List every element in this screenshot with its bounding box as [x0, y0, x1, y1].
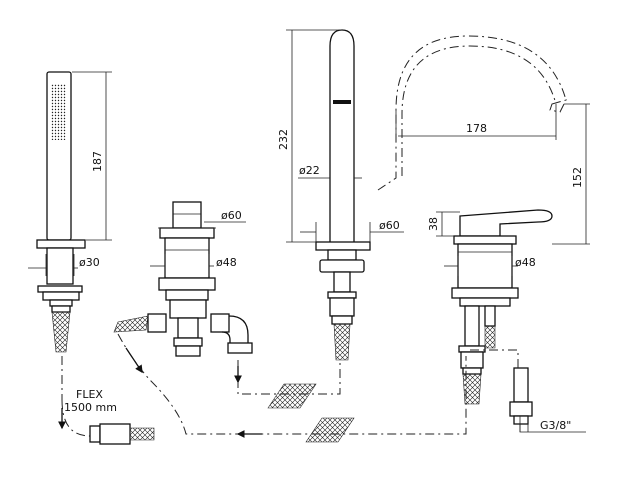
- diverter-top-dimension: ø60: [158, 209, 246, 229]
- diverter-top-diameter-label: ø60: [221, 209, 242, 222]
- mixer-lever-dimension: 38: [427, 211, 460, 237]
- spout: [315, 29, 371, 361]
- hand-shower: [36, 71, 86, 353]
- mixer-diameter-label: ø48: [515, 256, 536, 269]
- mixer: [451, 209, 553, 405]
- shower-length-dimension: 187: [72, 71, 112, 241]
- flex-label: FLEX: [76, 388, 103, 401]
- spout-reach-label: 178: [466, 122, 487, 135]
- spout-height-label: 232: [277, 129, 290, 150]
- spout-arc-height-label: 152: [571, 167, 584, 188]
- flex-length-label: 1500 mm: [64, 401, 117, 414]
- shower-diameter-label: ø30: [79, 256, 100, 269]
- diverter-body-diameter-label: ø48: [216, 256, 237, 269]
- mixer-diameter-dimension: ø48: [444, 256, 536, 276]
- hose-routing: FLEX 1500 mm: [58, 333, 519, 445]
- connection-thread-label: G3/8": [540, 419, 571, 432]
- diverter: [113, 201, 253, 357]
- spout-swivel-outline: [377, 35, 567, 191]
- shower-diameter-dimension: ø30: [28, 254, 100, 276]
- spout-diameter-dimension: ø22: [298, 164, 362, 179]
- spout-base-dimension: ø60: [300, 219, 404, 242]
- diverter-body-dimension: ø48: [150, 254, 237, 276]
- connection-pipe: G3/8": [509, 367, 586, 433]
- spout-diameter-label: ø22: [299, 164, 320, 177]
- spout-reach-dimension: 178: [395, 104, 557, 140]
- shower-length-label: 187: [91, 151, 104, 172]
- spout-arc-height-dimension: 152: [552, 103, 590, 245]
- spout-height-dimension: 232: [277, 29, 342, 243]
- spout-base-diameter-label: ø60: [379, 219, 400, 232]
- mixer-lever-height-label: 38: [427, 217, 440, 231]
